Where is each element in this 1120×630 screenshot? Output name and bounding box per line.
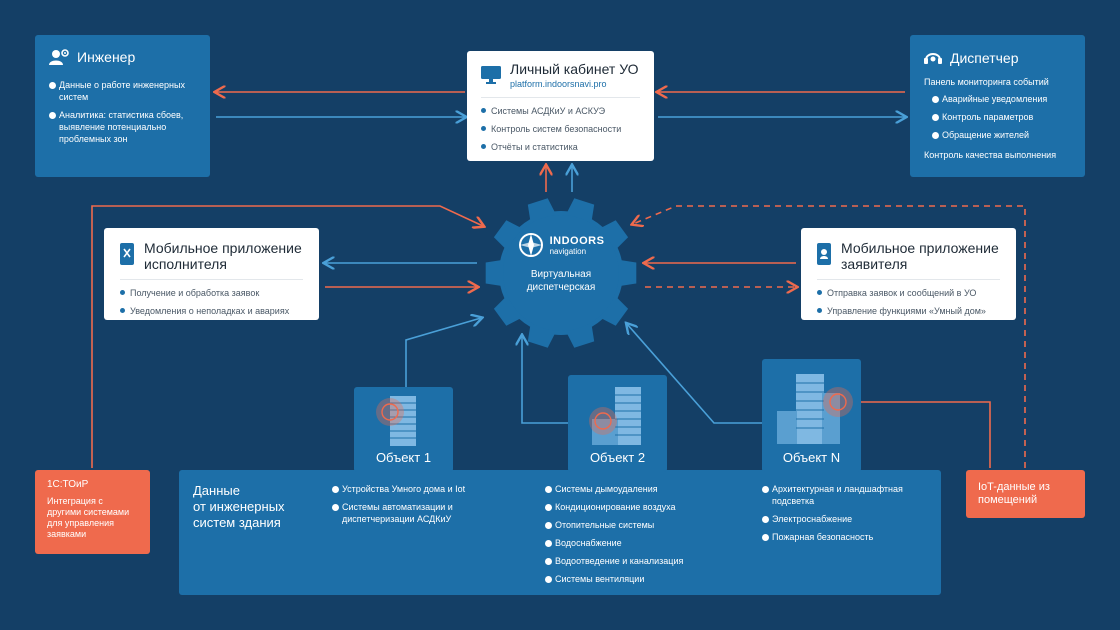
cabinet-url[interactable]: platform.indoorsnavi.pro bbox=[510, 79, 607, 89]
dispatcher-item-2: Контроль параметров bbox=[932, 111, 1071, 123]
arrow-object1-to-center bbox=[405, 318, 481, 388]
engineer-panel: Инженер Данные о работе инженерных систе… bbox=[35, 35, 210, 177]
object-2-card: Объект 2 bbox=[568, 375, 667, 472]
executor-title-2: исполнителя bbox=[144, 256, 227, 272]
data-col2-item-4: Водоснабжение bbox=[545, 537, 725, 549]
center-label-1: Виртуальная bbox=[530, 269, 592, 280]
data-col1-item-2: Системы автоматизации и диспетчеризации … bbox=[332, 501, 482, 525]
cabinet-panel: Личный кабинет УО platform.indoorsnavi.p… bbox=[467, 51, 654, 161]
applicant-item-2: Управление функциями «Умный дом» bbox=[817, 305, 1000, 317]
iot-panel: IoT-данные из помещений bbox=[966, 470, 1085, 518]
cabinet-item-1: Системы АСДКиУ и АСКУЭ bbox=[481, 105, 640, 117]
toir-text: Интеграция с другими системами для управ… bbox=[47, 496, 130, 539]
dispatcher-item-3: Обращение жителей bbox=[932, 129, 1071, 141]
iot-lead-line bbox=[850, 401, 991, 468]
object-1-label: Объект 1 bbox=[375, 450, 432, 465]
executor-item-1: Получение и обработка заявок bbox=[120, 287, 303, 299]
engineer-title: Инженер bbox=[77, 49, 136, 65]
data-col1-item-1: Устройства Умного дома и Iot bbox=[332, 483, 482, 495]
indoors-logo-icon bbox=[518, 233, 543, 257]
engineer-item-2: Аналитика: статистика сбоев, выявление п… bbox=[49, 109, 196, 145]
data-col2-item-3: Отопительные системы bbox=[545, 519, 725, 531]
monitor-icon bbox=[481, 66, 501, 84]
data-col2-item-5: Водоотведение и канализация bbox=[545, 555, 725, 567]
data-col3-item-2: Электроснабжение bbox=[762, 513, 912, 525]
object-n-card: Объект N bbox=[762, 359, 861, 472]
data-col2-item-1: Системы дымоудаления bbox=[545, 483, 725, 495]
applicant-title-1: Мобильное приложение bbox=[841, 240, 999, 256]
object-n-label: Объект N bbox=[782, 450, 841, 465]
toir-panel: 1С:ТОиР Интеграция с другими системами д… bbox=[35, 470, 150, 554]
arrow-toir-to-center bbox=[91, 205, 483, 468]
applicant-app-panel: Мобильное приложение заявителя Отправка … bbox=[801, 228, 1016, 320]
executor-app-panel: Мобильное приложение исполнителя Получен… bbox=[104, 228, 319, 320]
cabinet-item-2: Контроль систем безопасности bbox=[481, 123, 640, 135]
applicant-title-2: заявителя bbox=[841, 256, 908, 272]
engineering-data-panel: Данные от инженерных систем здания Устро… bbox=[179, 470, 941, 595]
data-title-2: от инженерных bbox=[193, 499, 285, 514]
engineer-item-1: Данные о работе инженерных систем bbox=[49, 79, 196, 103]
dispatcher-footer: Контроль качества выполнения bbox=[924, 150, 1057, 160]
dispatcher-subtitle: Панель мониторинга событий bbox=[924, 77, 1049, 87]
applicant-item-1: Отправка заявок и сообщений в УО bbox=[817, 287, 1000, 299]
building-2-icon bbox=[589, 387, 641, 445]
data-col2-item-6: Системы вентиляции bbox=[545, 573, 725, 585]
object-1-card: Объект 1 bbox=[354, 387, 453, 472]
cabinet-title: Личный кабинет УО bbox=[510, 61, 639, 77]
data-col3-item-3: Пожарная безопасность bbox=[762, 531, 912, 543]
arrow-object2-to-center bbox=[522, 336, 570, 424]
phone-tools-icon bbox=[120, 243, 134, 265]
logo-line2: navigation bbox=[549, 246, 587, 256]
dispatcher-title: Диспетчер bbox=[950, 50, 1019, 66]
toir-title: 1С:ТОиР bbox=[47, 479, 89, 490]
cabinet-item-3: Отчёты и статистика bbox=[481, 141, 640, 153]
headset-icon bbox=[924, 53, 942, 64]
executor-title-1: Мобильное приложение bbox=[144, 240, 302, 256]
data-col2-item-2: Кондиционирование воздуха bbox=[545, 501, 725, 513]
dispatcher-item-1: Аварийные уведомления bbox=[932, 93, 1071, 105]
engineer-icon bbox=[49, 49, 69, 65]
data-title-3: систем здания bbox=[193, 515, 281, 530]
center-hub: INDOORS navigation Виртуальная диспетчер… bbox=[511, 232, 611, 294]
building-1-icon bbox=[376, 396, 416, 446]
arrow-objectN-to-center bbox=[627, 324, 764, 424]
executor-item-2: Уведомления о неполадках и авариях bbox=[120, 305, 303, 317]
phone-user-icon bbox=[817, 243, 831, 265]
dispatcher-panel: Диспетчер Панель мониторинга событий Ава… bbox=[910, 35, 1085, 177]
center-label-2: диспетчерская bbox=[526, 282, 596, 293]
data-title-1: Данные bbox=[193, 483, 240, 498]
object-2-label: Объект 2 bbox=[589, 450, 646, 465]
building-n-icon bbox=[777, 374, 853, 444]
iot-text: IoT-данные из помещений bbox=[978, 481, 1050, 506]
data-col3-item-1: Архитектурная и ландшафтная подсветка bbox=[762, 483, 912, 507]
logo-line1: INDOORS bbox=[549, 234, 605, 247]
